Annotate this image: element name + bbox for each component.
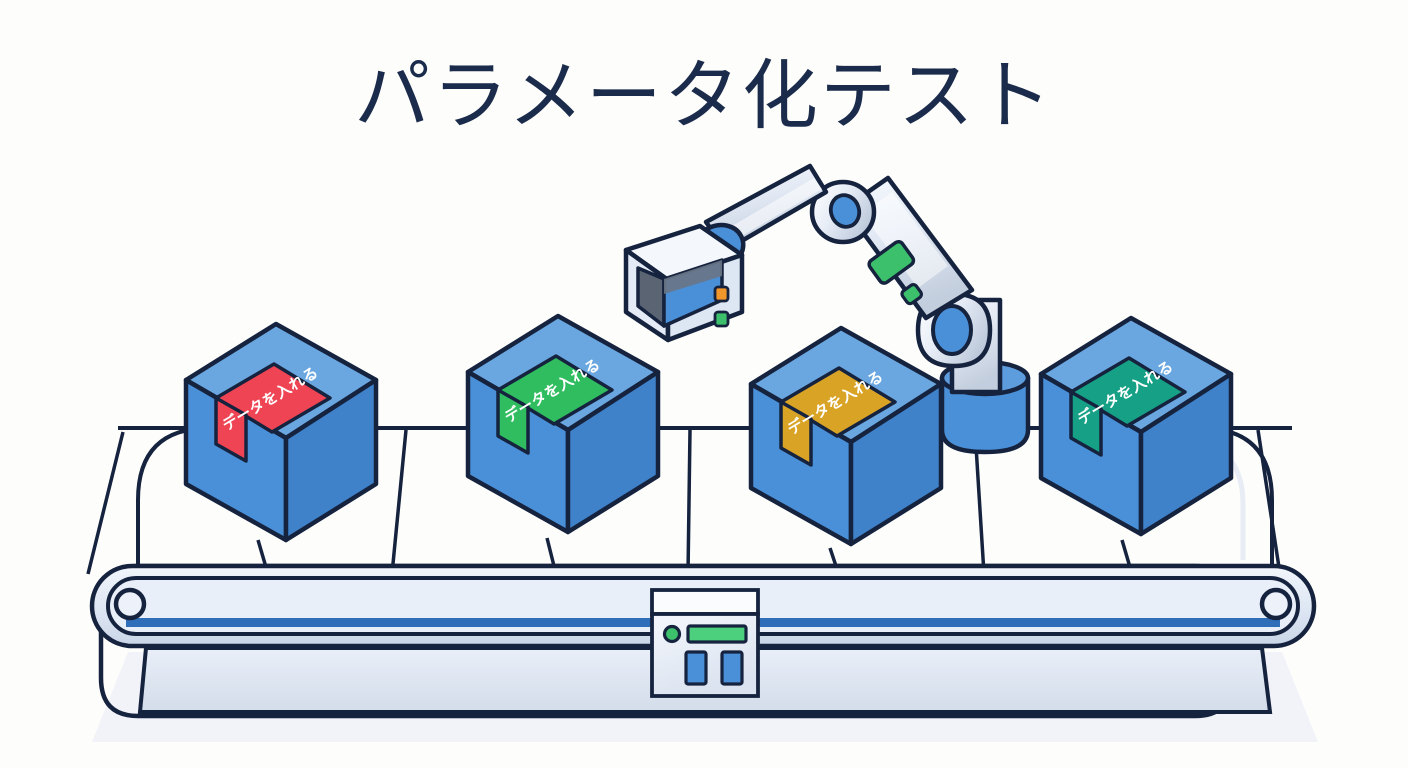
leg-1 [86, 431, 125, 575]
robot-elbow-joint [809, 179, 877, 245]
box-3-tape-flap [779, 400, 813, 467]
box-4-right [1138, 371, 1234, 537]
status-led-orange [713, 285, 730, 303]
arm-status-panel-large [867, 239, 916, 285]
scanner-head[interactable] [623, 223, 745, 343]
box-1-right [283, 377, 379, 543]
leg-5 [1256, 429, 1282, 575]
status-led-green [713, 310, 730, 328]
scanner-lens-inner-shade [664, 260, 722, 294]
conveyor-control-panel[interactable] [650, 588, 760, 698]
control-button-right[interactable] [720, 650, 744, 686]
box-4-tape-flap [1069, 390, 1103, 457]
power-led [662, 624, 682, 644]
box-3-right [848, 381, 944, 547]
box-2-tape-flap [496, 388, 530, 455]
box-2-right [565, 369, 661, 535]
box-2[interactable]: データを入れる [465, 313, 661, 535]
box-1[interactable]: データを入れる [183, 321, 379, 543]
robot-forearm-highlight [722, 178, 822, 243]
leg-3 [686, 429, 692, 575]
robot-arm[interactable] [623, 163, 1031, 455]
arm-status-panel-small [900, 283, 923, 306]
leg-2 [390, 429, 408, 575]
page-title: パラメータ化テスト [354, 51, 1054, 140]
control-button-left[interactable] [684, 650, 708, 686]
belt-roller-right [1259, 587, 1293, 621]
belt-roller-left [113, 587, 147, 621]
box-4[interactable]: データを入れる [1038, 315, 1234, 537]
control-panel-header [650, 588, 760, 616]
box-3[interactable]: データを入れる [748, 325, 944, 547]
box-1-tape-flap [214, 396, 248, 463]
status-display [686, 624, 748, 644]
robot-upper-arm-highlight [862, 192, 948, 288]
